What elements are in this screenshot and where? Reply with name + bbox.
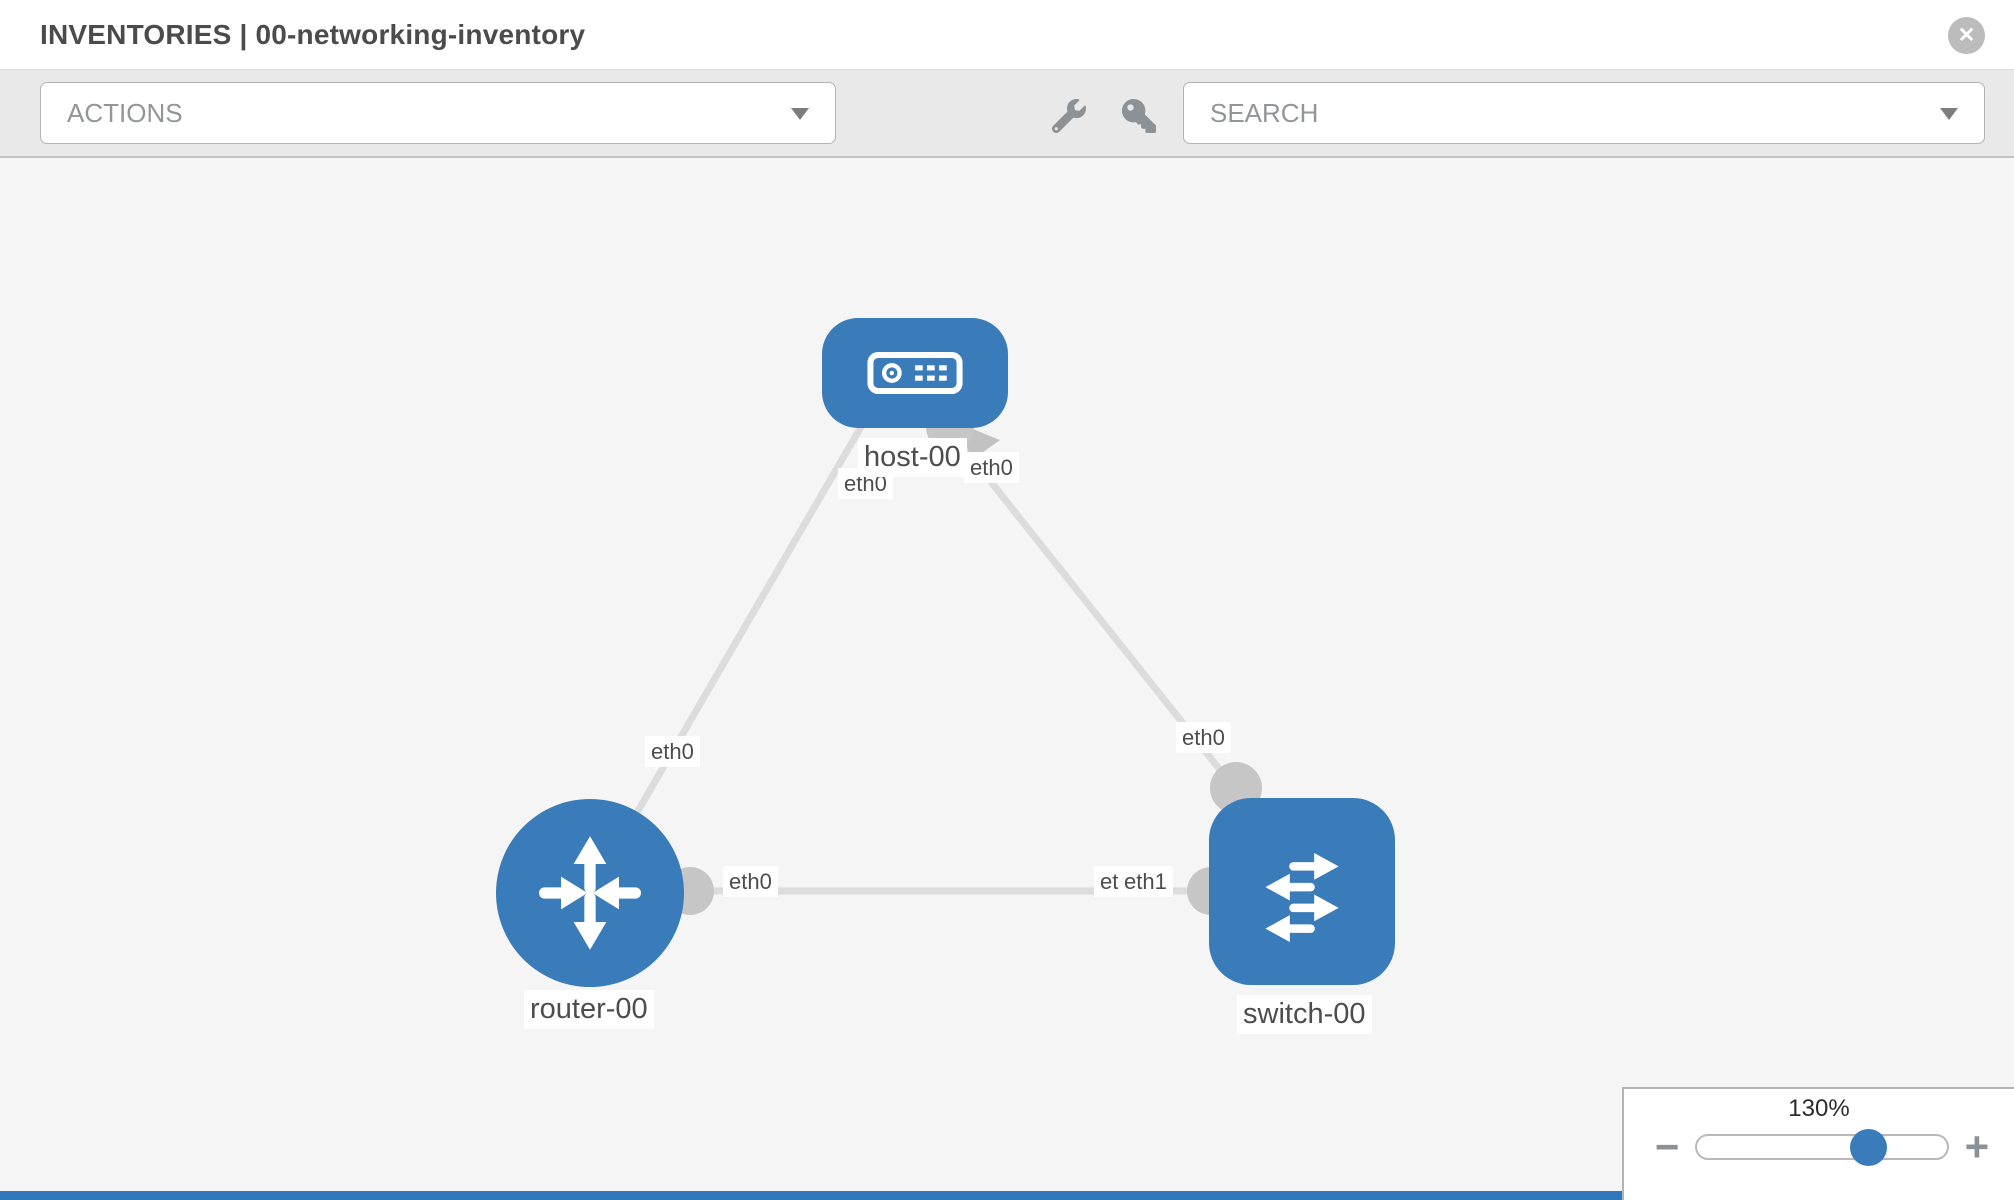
search-dropdown[interactable]: SEARCH	[1183, 82, 1985, 144]
close-icon: ✕	[1957, 24, 1976, 47]
zoom-in-button[interactable]: +	[1958, 1126, 1996, 1168]
key-icon	[1122, 99, 1156, 133]
node-label-switch: switch-00	[1237, 995, 1372, 1035]
interface-label: eth0	[1176, 722, 1231, 754]
chevron-down-icon	[1940, 108, 1958, 120]
zoom-level-label: 130%	[1788, 1095, 1850, 1122]
node-label-host: host-00	[858, 438, 967, 478]
zoom-slider-track[interactable]	[1695, 1129, 1949, 1166]
plus-icon: +	[1964, 1123, 1990, 1170]
node-switch-00[interactable]	[1209, 798, 1395, 985]
zoom-out-button[interactable]: −	[1648, 1126, 1686, 1168]
page-title: INVENTORIES | 00-networking-inventory	[40, 18, 586, 50]
close-button[interactable]: ✕	[1948, 17, 1985, 54]
zoom-control-panel: 130% − +	[1622, 1087, 2014, 1200]
edge-host-router	[588, 406, 876, 892]
wrench-icon	[1052, 99, 1086, 133]
node-host-00[interactable]	[822, 318, 1008, 428]
interface-label: eth1	[1118, 866, 1173, 898]
host-icon	[867, 352, 963, 394]
credentials-button[interactable]	[1117, 94, 1161, 138]
tools-button[interactable]	[1047, 94, 1091, 138]
interface-label: eth0	[964, 452, 1019, 484]
header-bar: INVENTORIES | 00-networking-inventory ✕	[0, 0, 2014, 70]
topology-canvas[interactable]: eth0 eth0 eth0 eth0 eth0 eth0 eth1 host-…	[0, 158, 2014, 1200]
interface-label: eth0	[723, 866, 778, 898]
toolbar: ACTIONS SEARCH	[0, 70, 2014, 158]
switch-icon	[1265, 852, 1339, 942]
actions-dropdown-label: ACTIONS	[67, 97, 183, 128]
node-router-00[interactable]	[496, 799, 684, 987]
chevron-down-icon	[791, 108, 809, 120]
zoom-slider-thumb[interactable]	[1850, 1129, 1888, 1166]
footer-accent-bar	[0, 1191, 1622, 1200]
minus-icon: −	[1654, 1123, 1680, 1170]
node-label-router: router-00	[524, 990, 654, 1030]
search-placeholder: SEARCH	[1210, 97, 1319, 128]
topology-edges	[588, 403, 1300, 915]
interface-label: eth0	[645, 736, 700, 768]
router-icon	[538, 836, 642, 950]
actions-dropdown[interactable]: ACTIONS	[40, 82, 836, 144]
